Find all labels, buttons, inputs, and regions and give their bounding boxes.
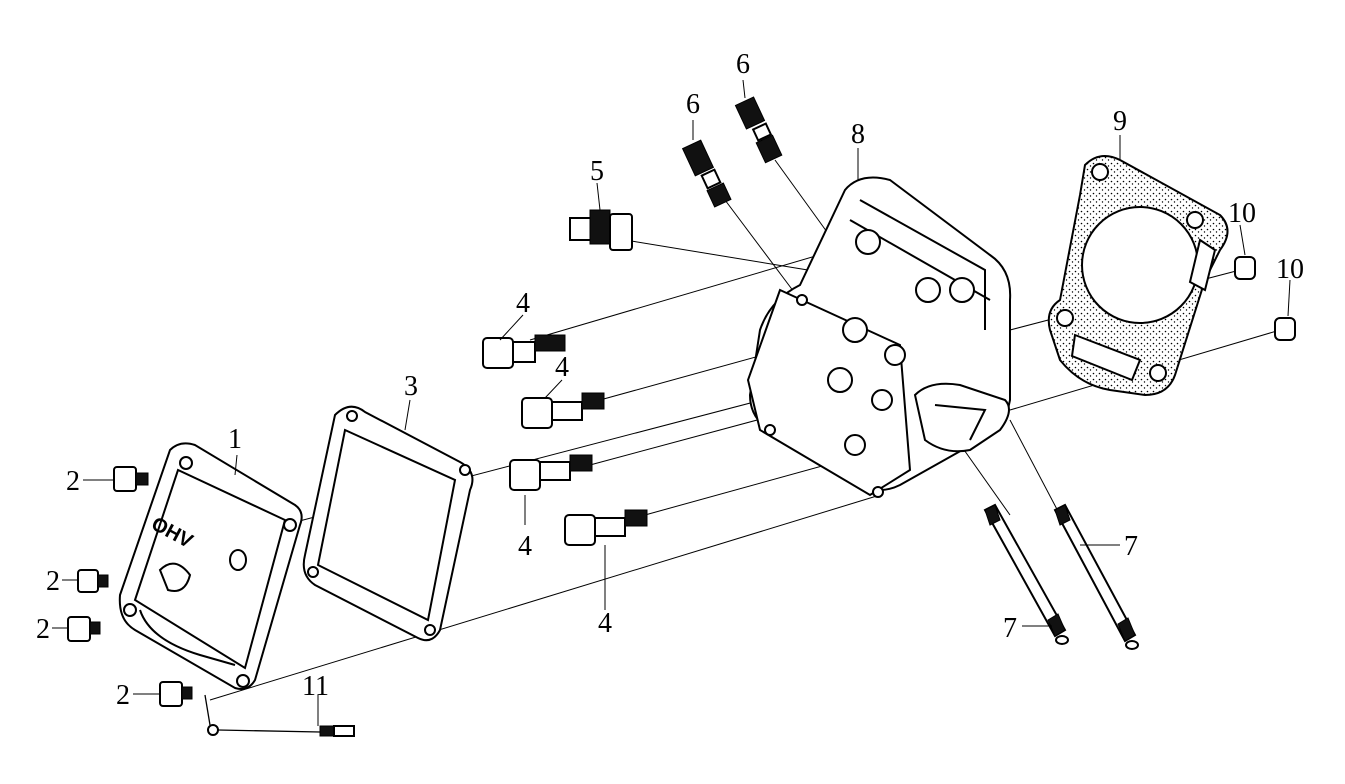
head-bolt-2 — [521, 392, 605, 429]
cover-bolt-top — [113, 466, 149, 492]
head-bolt-1 — [482, 334, 566, 369]
callout-2: 2 — [66, 466, 80, 497]
callout-4: 4 — [598, 608, 612, 639]
stud-7-left — [983, 503, 1069, 645]
cylinder-head-cover: OHV — [118, 442, 303, 690]
breather-tube — [204, 694, 355, 737]
callout-2: 2 — [116, 680, 130, 711]
callout-7: 7 — [1003, 613, 1017, 644]
callout-11: 11 — [302, 671, 329, 702]
dowel-pin-2 — [1274, 317, 1296, 341]
head-bolt-4 — [564, 509, 648, 546]
callout-1: 1 — [228, 424, 242, 455]
callout-6: 6 — [736, 49, 750, 80]
callout-3: 3 — [404, 371, 418, 402]
head-gasket — [1047, 155, 1229, 397]
cover-gasket — [302, 405, 474, 642]
callout-9: 9 — [1113, 106, 1127, 137]
cover-bolt-low — [67, 616, 101, 642]
cylinder-head — [746, 176, 1012, 498]
cover-bolt-bottom — [159, 681, 193, 707]
spark-plug — [569, 209, 633, 251]
callout-4: 4 — [555, 352, 569, 383]
leader-lines — [52, 79, 1291, 726]
callout-2: 2 — [36, 614, 50, 645]
callout-4: 4 — [516, 288, 530, 319]
callout-numbers: 1 2 2 2 2 3 4 4 4 4 5 6 6 7 7 8 9 10 10 … — [36, 49, 1304, 711]
callout-8: 8 — [851, 119, 865, 150]
stud-6-right — [734, 96, 783, 164]
callout-5: 5 — [590, 156, 604, 187]
callout-6: 6 — [686, 89, 700, 120]
stud-7-right — [1053, 503, 1139, 650]
dowel-pin-1 — [1234, 256, 1256, 280]
stud-6-left — [681, 139, 732, 208]
cover-bolt-mid — [77, 569, 109, 593]
callout-2: 2 — [46, 566, 60, 597]
callout-10: 10 — [1276, 254, 1304, 285]
head-bolt-3 — [509, 454, 593, 491]
callout-7: 7 — [1124, 531, 1138, 562]
callout-10: 10 — [1228, 198, 1256, 229]
callout-4: 4 — [518, 531, 532, 562]
